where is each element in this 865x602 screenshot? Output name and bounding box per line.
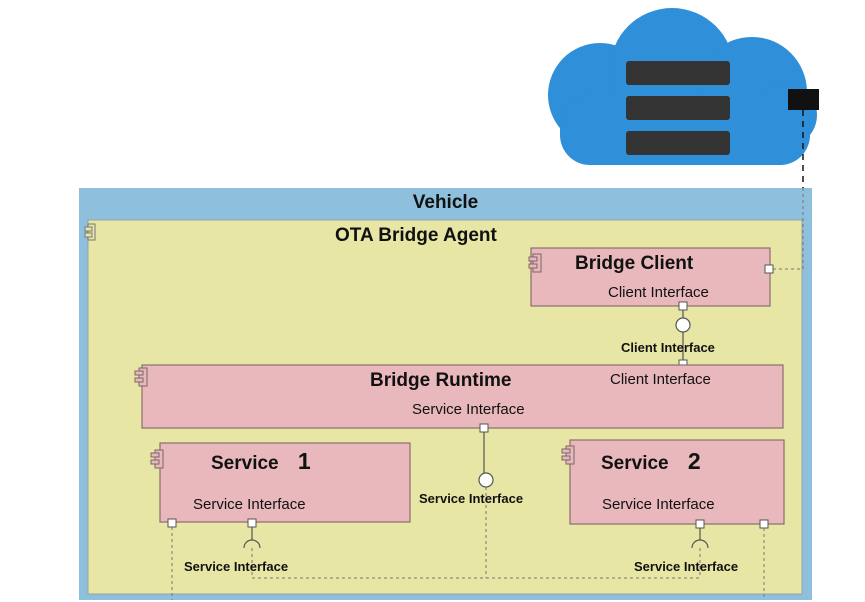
vehicle-title: Vehicle <box>412 192 479 213</box>
bottom-right-interface-label: Service Interface <box>634 559 739 574</box>
client-interface-lollipop <box>675 317 691 333</box>
service-2-port-left <box>695 519 705 529</box>
component-icon <box>134 367 148 387</box>
service-2-port-right <box>759 519 769 529</box>
service-2-title-text: Service <box>601 453 669 474</box>
service-2-box <box>569 439 785 525</box>
bridge-client-port <box>678 301 688 311</box>
runtime-service-link-label: Service Interface <box>419 491 524 506</box>
bridge-client-external-port <box>764 264 774 274</box>
service-1-interface: Service Interface <box>193 496 306 513</box>
bottom-left-interface-label: Service Interface <box>184 559 289 574</box>
service-2-title: Service 2 <box>601 448 701 475</box>
service-1-box <box>159 442 411 523</box>
client-interface-link-label: Client Interface <box>621 340 715 355</box>
service-1-number: 1 <box>297 448 311 474</box>
component-icon <box>528 253 542 273</box>
service-1-title: Service 1 <box>211 448 311 475</box>
component-icon <box>84 223 96 241</box>
runtime-service-lollipop <box>478 472 494 488</box>
component-icon <box>561 445 575 465</box>
service-1-title-text: Service <box>211 453 279 474</box>
bridge-client-box <box>530 247 771 307</box>
component-icon <box>150 449 164 469</box>
cloud-port <box>788 89 819 110</box>
service-1-port-left <box>167 518 177 528</box>
service-1-port-right <box>247 518 257 528</box>
ota-bridge-agent-title: OTA Bridge Agent <box>335 225 497 246</box>
bridge-runtime-service-port <box>479 423 489 433</box>
bridge-client-title: Bridge Client <box>575 253 694 274</box>
cloud-server-icon <box>548 8 817 165</box>
service-2-number: 2 <box>687 448 701 474</box>
bridge-runtime-service-interface: Service Interface <box>412 401 525 418</box>
service-2-interface: Service Interface <box>602 496 715 513</box>
bridge-runtime-title: Bridge Runtime <box>370 370 512 391</box>
bridge-runtime-box <box>141 364 784 429</box>
service-1-socket <box>243 539 261 549</box>
bridge-runtime-client-interface: Client Interface <box>610 371 711 388</box>
service-2-socket <box>691 539 709 549</box>
bridge-client-interface: Client Interface <box>608 284 709 301</box>
